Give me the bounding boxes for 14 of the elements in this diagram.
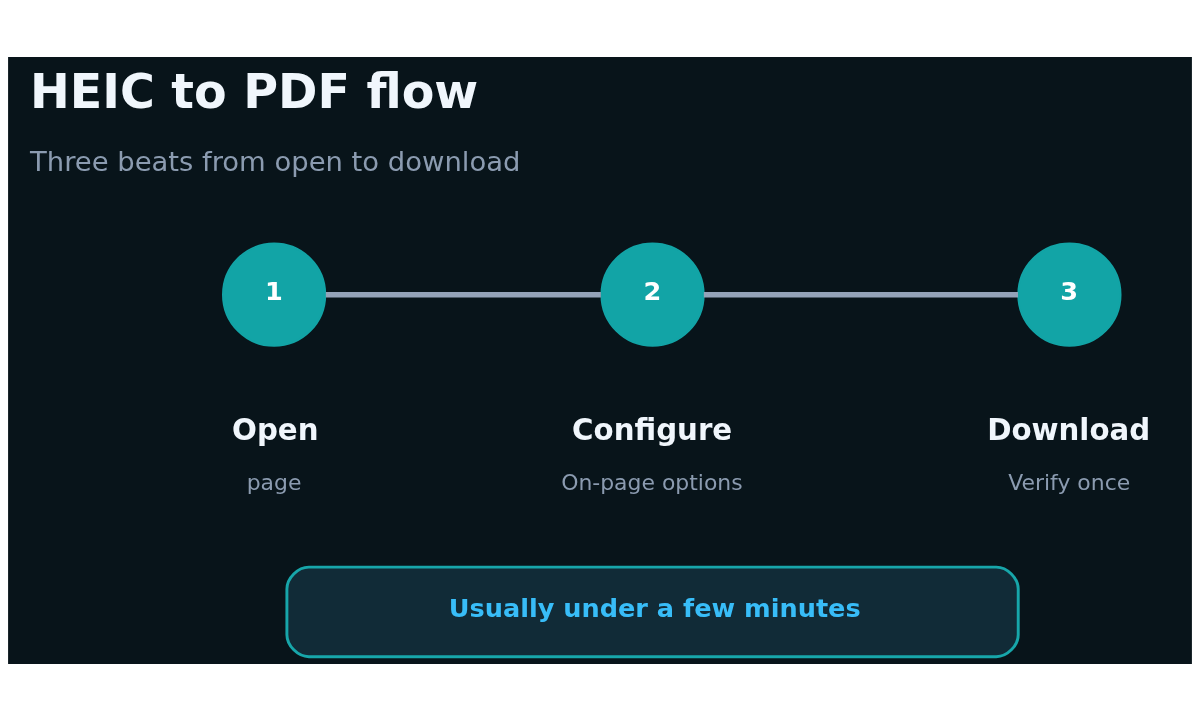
node-box: Usually under a few minutes <box>285 565 1020 658</box>
diagram-title: HEIC to PDF flow <box>30 63 479 119</box>
node-label: On-page options <box>561 469 743 495</box>
label: Three beats from open to download <box>30 145 521 177</box>
node-label: Verify once <box>1008 469 1131 495</box>
node-circle: 2 <box>600 242 705 347</box>
node-label: Download <box>987 412 1151 447</box>
node-circle: 3 <box>1017 242 1122 347</box>
node-label: Open <box>232 412 319 447</box>
connector <box>325 291 601 297</box>
node-label: page <box>246 469 302 495</box>
node-label: Configure <box>572 412 733 447</box>
node-circle: 1 <box>222 242 327 347</box>
connector <box>703 291 1018 297</box>
